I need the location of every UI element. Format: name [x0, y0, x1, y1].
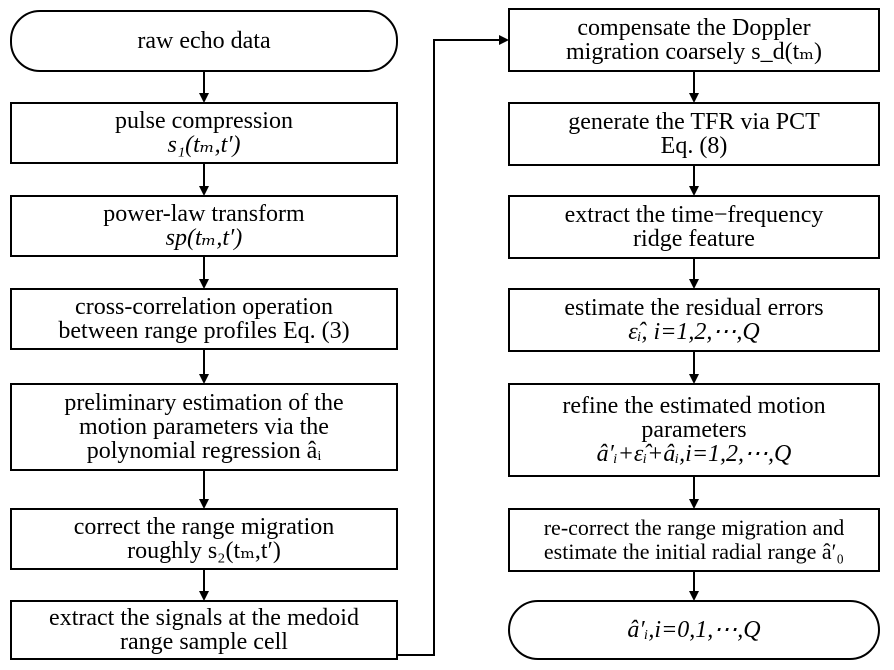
generate-tfr-box: generate the TFR via PCT Eq. (8): [508, 102, 880, 166]
correct-range-box: correct the range migration roughly s₂(t…: [10, 508, 398, 570]
preliminary-estimation-line-3: polynomial regression âᵢ: [86, 438, 322, 464]
cross-correlation-box: cross-correlation operation between rang…: [10, 288, 398, 350]
power-law-formula: sp(tₘ,t′): [165, 225, 243, 251]
correct-range-line-2: roughly s₂(tₘ,t′): [127, 538, 281, 564]
compensate-doppler-box: compensate the Doppler migration coarsel…: [508, 8, 880, 72]
refine-motion-formula: â′ᵢ+ε̂ᵢ+âᵢ,i=1,2,⋯,Q: [596, 441, 792, 467]
preliminary-estimation-line-1: preliminary estimation of the: [64, 390, 344, 416]
power-law-title: power-law transform: [103, 201, 305, 227]
re-correct-range-box: re-correct the range migration and estim…: [508, 508, 880, 572]
raw-echo-terminal: raw echo data: [10, 10, 398, 72]
final-output-terminal: â′ᵢ,i=0,1,⋯,Q: [508, 600, 880, 660]
re-correct-range-line-2: estimate the initial radial range â′₀: [543, 539, 845, 564]
refine-motion-line-1: refine the estimated motion: [562, 393, 826, 419]
estimate-residual-box: estimate the residual errors ε̂ᵢ, i=1,2,…: [508, 288, 880, 352]
arrow-extract-to-compensate: [398, 35, 509, 656]
pulse-compression-box: pulse compression s₁(tₘ,t′): [10, 102, 398, 164]
pulse-compression-title: pulse compression: [115, 108, 293, 134]
preliminary-estimation-line-2: motion parameters via the: [79, 414, 329, 440]
cross-correlation-line-1: cross-correlation operation: [75, 294, 333, 320]
extract-ridge-box: extract the time−frequency ridge feature: [508, 195, 880, 259]
preliminary-estimation-box: preliminary estimation of the motion par…: [10, 383, 398, 471]
extract-signals-box: extract the signals at the medoid range …: [10, 600, 398, 660]
cross-correlation-line-2: between range profiles Eq. (3): [58, 318, 350, 344]
extract-signals-line-2: range sample cell: [120, 629, 288, 655]
generate-tfr-line-1: generate the TFR via PCT: [568, 109, 820, 135]
power-law-box: power-law transform sp(tₘ,t′): [10, 195, 398, 257]
refine-motion-box: refine the estimated motion parameters â…: [508, 383, 880, 477]
extract-ridge-line-2: ridge feature: [633, 226, 755, 252]
correct-range-line-1: correct the range migration: [73, 514, 335, 540]
refine-motion-line-2: parameters: [641, 417, 747, 443]
estimate-residual-line-1: estimate the residual errors: [564, 295, 824, 321]
estimate-residual-formula: ε̂ᵢ, i=1,2,⋯,Q: [628, 319, 760, 345]
extract-signals-line-1: extract the signals at the medoid: [49, 605, 359, 631]
pulse-compression-formula: s₁(tₘ,t′): [167, 132, 241, 158]
raw-echo-text: raw echo data: [137, 28, 271, 54]
re-correct-range-line-1: re-correct the range migration and: [543, 515, 845, 540]
final-output-formula: â′ᵢ,i=0,1,⋯,Q: [627, 617, 761, 643]
generate-tfr-line-2: Eq. (8): [660, 133, 728, 159]
extract-ridge-line-1: extract the time−frequency: [564, 202, 824, 228]
compensate-doppler-line-1: compensate the Doppler: [577, 15, 811, 41]
compensate-doppler-line-2: migration coarsely s_d(tₘ): [566, 39, 822, 65]
